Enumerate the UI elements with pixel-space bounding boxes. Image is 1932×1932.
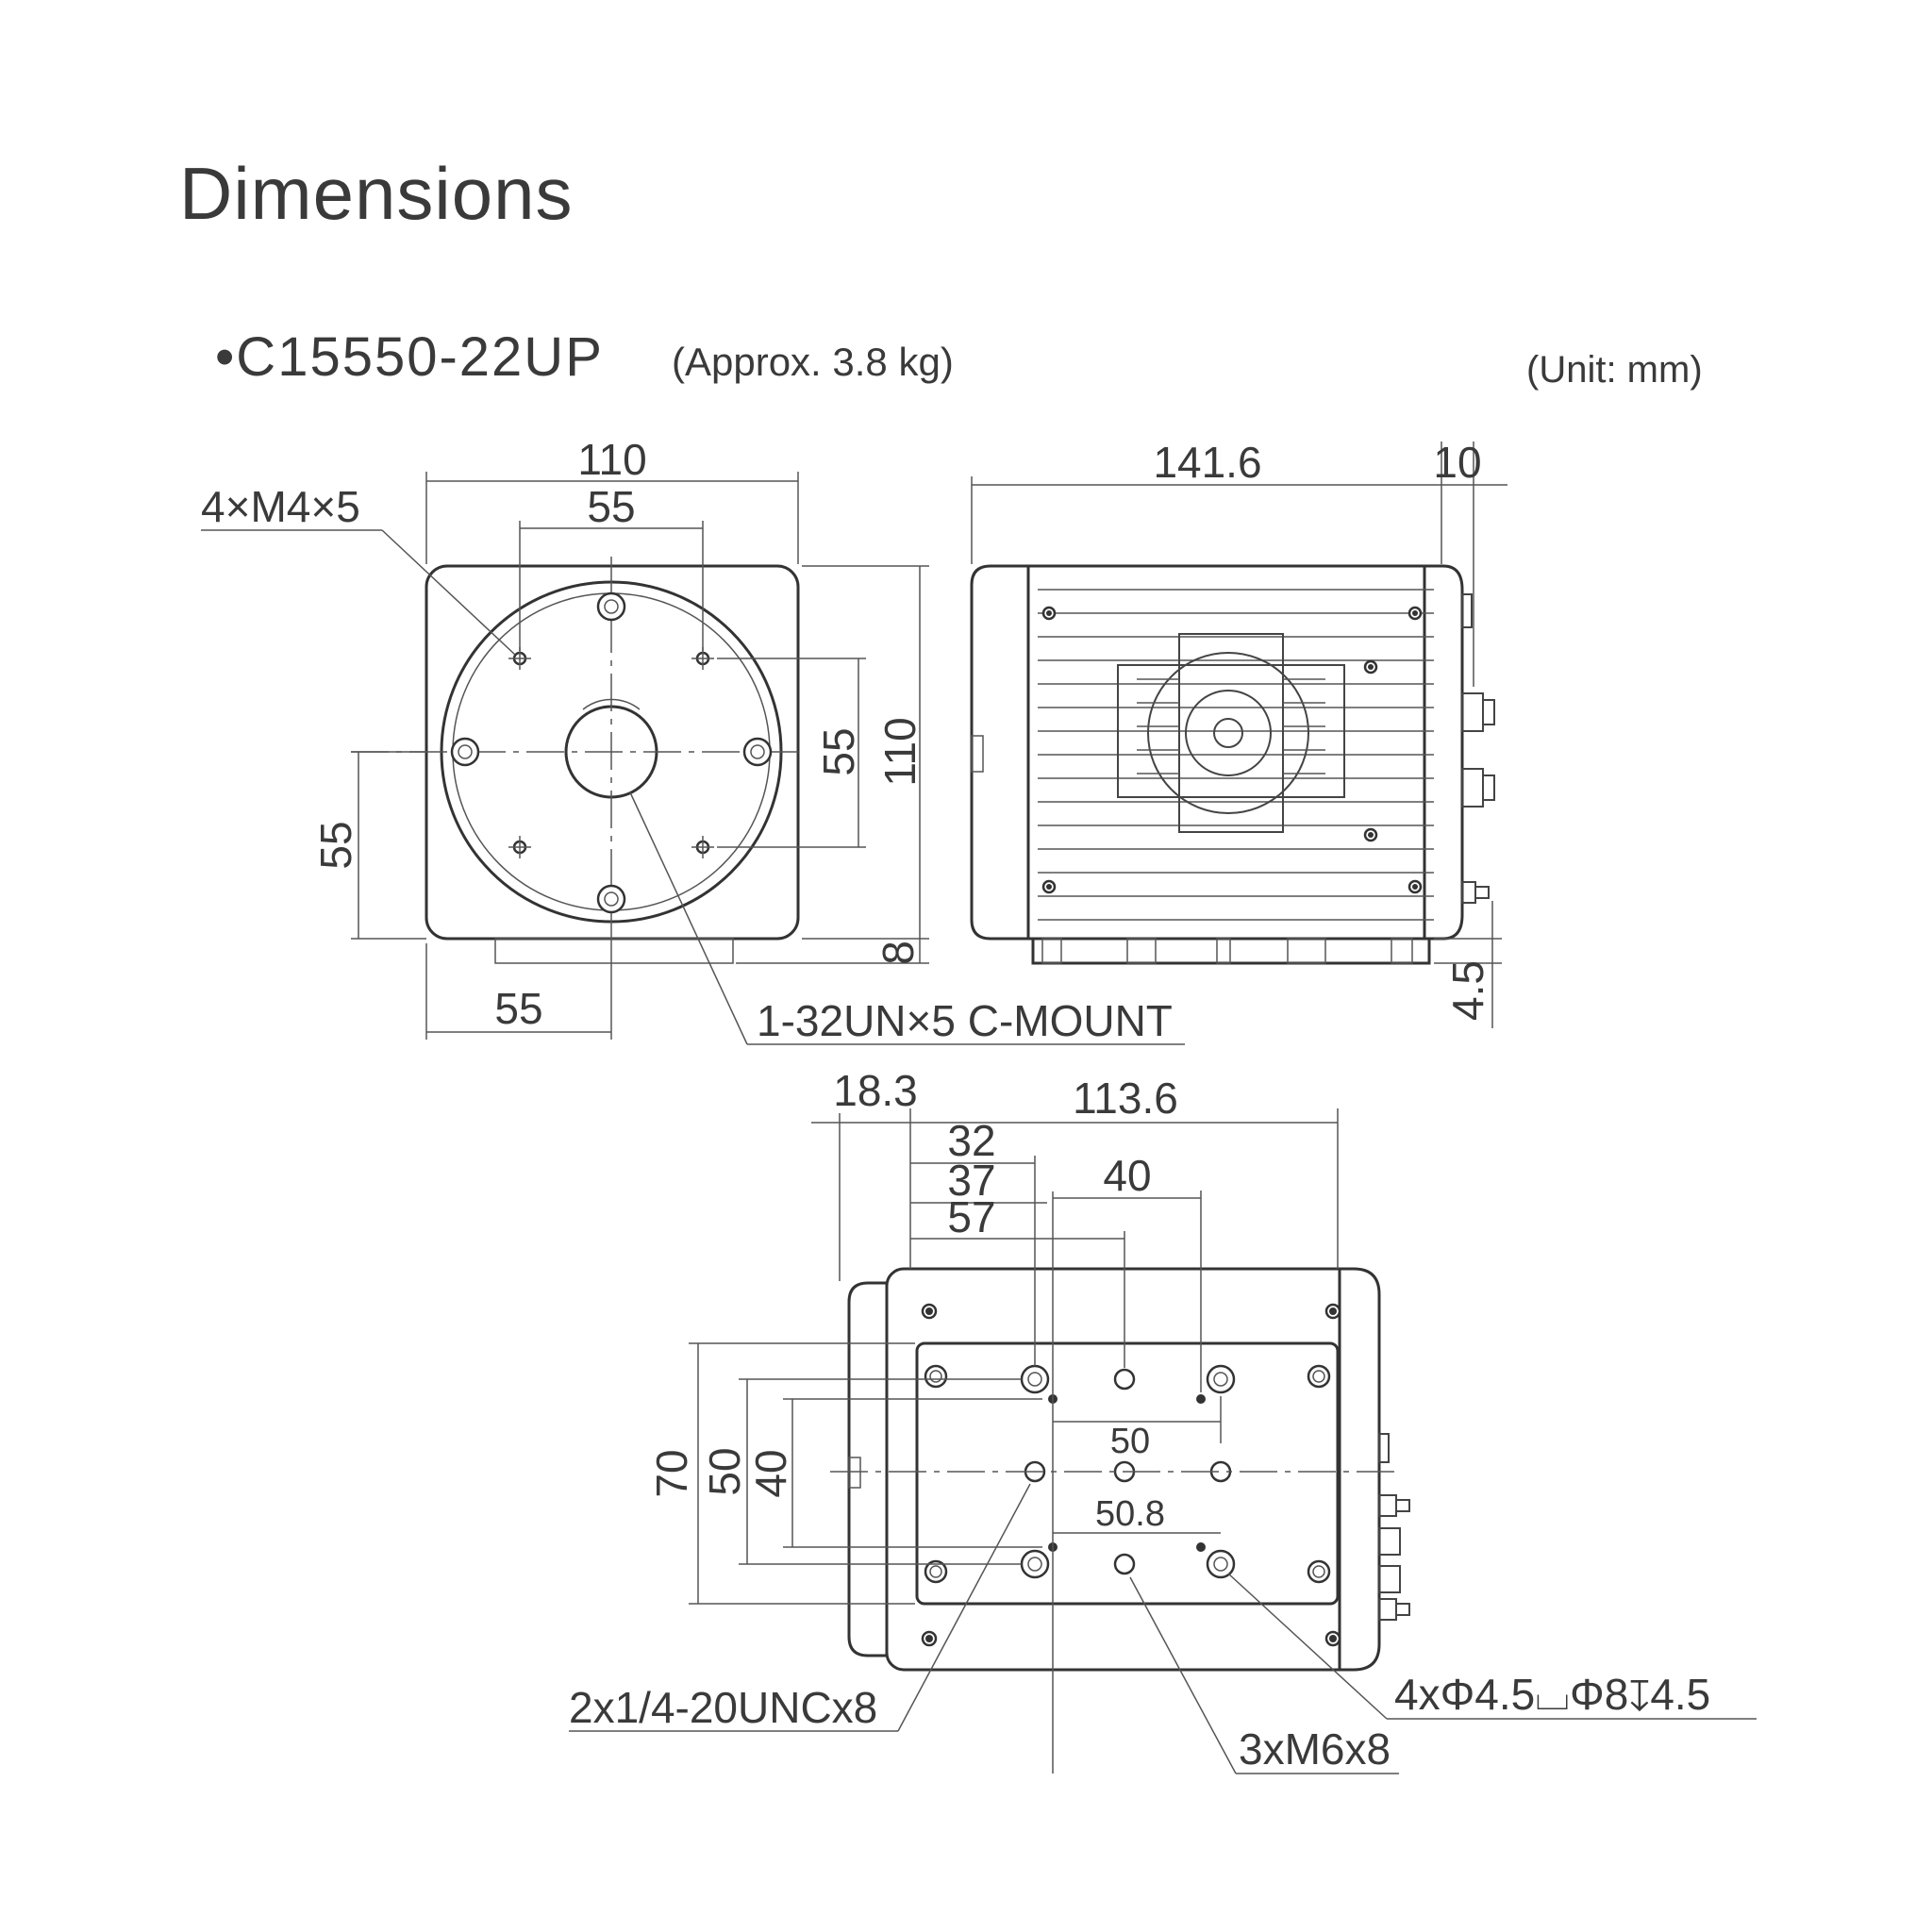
cooling-fins <box>1038 589 1434 921</box>
d70-label: 70 <box>647 1449 696 1497</box>
fan <box>1117 633 1345 833</box>
d40h-label: 40 <box>1103 1151 1151 1200</box>
d57-label: 57 <box>947 1192 995 1241</box>
page-title: Dimensions <box>179 152 574 235</box>
unit-note: (Unit: mm) <box>1526 349 1703 391</box>
front-inner-height-label: 55 <box>814 727 863 775</box>
foot-height-label: 4.5 <box>1443 960 1492 1021</box>
model-name: •C15550-22UP <box>215 326 604 388</box>
d508-label: 50.8 <box>1095 1494 1165 1534</box>
phi-note: 4xΦ4.5⌴Φ8↧4.5 <box>1394 1670 1710 1719</box>
d40v-label: 40 <box>746 1449 795 1497</box>
bottom-connectors <box>1378 1433 1410 1621</box>
screw-note: 4×M4×5 <box>201 482 360 531</box>
connector-length-label: 10 <box>1433 438 1481 487</box>
d50h-label: 50 <box>1110 1422 1150 1461</box>
side-body <box>1026 564 1445 941</box>
model-weight: (Approx. 3.8 kg) <box>672 340 954 384</box>
left-height-label: 55 <box>311 821 360 869</box>
side-length-label: 141.6 <box>1153 438 1261 487</box>
flange-screws <box>450 591 773 914</box>
side-view: 141.6 10 4.5 <box>970 438 1507 1028</box>
bottom-view: 18.3 113.6 32 37 40 57 50 50.8 70 50 <box>569 1066 1757 1774</box>
unc-note: 2x1/4-20UNCx8 <box>569 1683 877 1732</box>
front-inner-width-label: 55 <box>587 482 635 531</box>
d32-label: 32 <box>947 1116 995 1165</box>
front-width-label: 110 <box>577 435 646 484</box>
rear-connectors <box>1461 593 1495 904</box>
base-height-label: 8 <box>874 941 923 965</box>
bottom-length-label: 113.6 <box>1073 1074 1178 1123</box>
front-base <box>494 938 734 964</box>
d37-label: 37 <box>947 1156 995 1205</box>
m4-holes <box>508 647 714 858</box>
mount-note: 1-32UN×5 C-MOUNT <box>757 996 1173 1045</box>
offset-label: 18.3 <box>833 1066 918 1115</box>
front-view: 110 55 4×M4×5 55 110 8 55 55 <box>201 435 1185 1045</box>
base-width-label: 55 <box>494 984 542 1033</box>
d50v-label: 50 <box>700 1447 749 1495</box>
m6-note: 3xM6x8 <box>1239 1724 1391 1774</box>
front-height-label: 110 <box>875 717 924 786</box>
